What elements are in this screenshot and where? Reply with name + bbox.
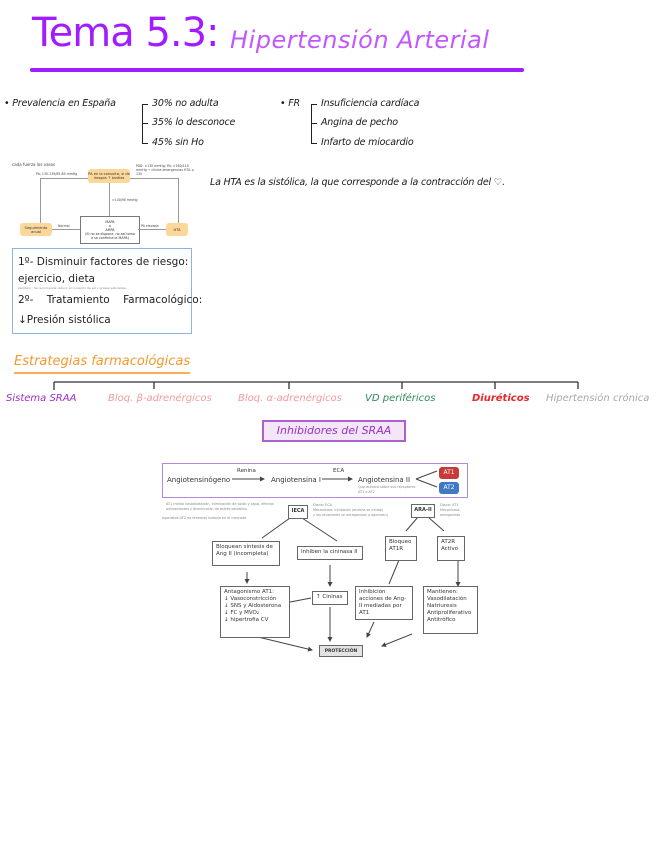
flowchart-right-box: HTA: [166, 223, 188, 236]
cininas-box: ↑ Cininas: [312, 591, 348, 605]
title-underline: [30, 68, 524, 72]
flowchart-top-box: PA en la consulta, ≥ de riesgos ↑ tardía…: [88, 169, 130, 183]
ieca-note-3: y los receptores se antagonizan o agoniz…: [313, 513, 388, 517]
ieca-note-2: Mecanismo: inhibición (enzima se inhibe): [313, 508, 384, 512]
sraa-inhibitors-badge: Inhibidores del SRAA: [262, 420, 406, 442]
inhiben-cininasa-box: Inhiben la cininasa II: [297, 546, 363, 560]
mantienen-box: Mantienen: Vasodilatación Natriuresis An…: [423, 586, 478, 634]
notes-left-2: antioxidantes y disminución de estrés ox…: [166, 507, 247, 511]
strategy-branch-beta-blockers: Bloq. β-adrenérgicos: [108, 393, 212, 404]
antagonismo-at1-box: Antagonismo AT1: ↓ Vasoconstricción ↓ SN…: [220, 586, 290, 638]
cascade-enzyme-renin: Renina: [237, 468, 256, 474]
mantienen-line: Antiproliferativo: [427, 610, 472, 616]
hta-note: La HTA es la sistólica, la que correspon…: [210, 177, 505, 188]
flowchart-caption: cada fuerza los vasos: [12, 162, 56, 167]
ieca-box: IECA: [288, 505, 308, 519]
risk-factor-item: Angina de pecho: [321, 117, 398, 128]
ara-ii-box: ARA-II: [411, 504, 435, 518]
notes-left-1: AT1 media vasodilatación, eliminación de…: [166, 502, 274, 506]
risk-factors-label: • FR: [280, 98, 300, 109]
strategy-branch-diuretics: Diuréticos: [472, 393, 530, 404]
at2r-activo-box: AT2R Activo: [437, 536, 465, 561]
bloqueo-at1r-box: Bloqueo AT1R: [385, 536, 417, 561]
antagonismo-line: ↓ Vasoconstricción: [224, 596, 277, 602]
cascade-enzyme-eca: ECA: [333, 468, 345, 474]
treatment-step-1-detail: ejercicio, dieta: [18, 273, 95, 285]
page-subtitle: Hipertensión Arterial: [230, 26, 490, 54]
prevalence-bracket: [142, 104, 148, 144]
strategies-title: Estrategias farmacológicas: [14, 354, 191, 369]
prevalence-item: 35% lo desconoce: [152, 117, 236, 128]
strategies-underline: [14, 372, 190, 374]
cascade-angiotensin-2: Angiotensina II: [358, 476, 411, 484]
prevalence-item: 45% sin Ho: [152, 137, 204, 148]
flowchart-center-line: AMPA: [105, 228, 115, 232]
risk-factor-item: Infarto de miocardio: [321, 137, 414, 148]
bp-diagnosis-flowchart: cada fuerza los vasos PA en la consulta,…: [8, 162, 194, 247]
prevalence-label: • Prevalencia en España: [4, 98, 116, 109]
ara-note-2: Mecanismo: antagonista: [440, 508, 461, 517]
raas-cascade: Angiotensinógeno Renina Angiotensina I E…: [162, 463, 468, 498]
strategy-branch-chronic-hypertension: Hipertensión crónica: [546, 393, 650, 404]
ara-note-1: Diana: AT1: [440, 503, 459, 507]
page-title: Tema 5.3:: [32, 10, 220, 56]
bloquean-sintesis-box: Bloquean síntesis de Ang II (incompleta): [212, 541, 280, 566]
flowchart-center-line: MAPA: [105, 220, 115, 224]
cascade-angiotensin-2-note: Que actuará sobre sus receptores AT1 o A…: [358, 485, 416, 494]
cascade-angiotensin-1: Angiotensina I: [271, 476, 321, 484]
risk-factor-item: Insuficiencia cardíaca: [321, 98, 420, 109]
flowchart-right-edge-label: PAD: >130 mmHg; PA: >160/110 mmHg → clín…: [136, 164, 194, 176]
flowchart-left-edge-label: PA: 130-139/85-89 mmHg: [36, 172, 78, 176]
treatment-small-note: Aeróbico · Se recomienda reducir el cons…: [18, 286, 129, 290]
risk-factors-bracket: [311, 104, 317, 144]
mantienen-line: Antitrófico: [427, 617, 456, 623]
flowchart-center-line: o se confirma la MAPA): [91, 236, 129, 240]
antagonismo-line: ↓ SNS y Aldosterona: [224, 603, 282, 609]
antagonismo-line: ↓ hipertrofia CV: [224, 617, 269, 623]
mantienen-line: Vasodilatación: [427, 596, 467, 602]
flowchart-center-line: (Si no se dispone, no así toma: [85, 232, 135, 236]
strategy-branch-sraa: Sistema SRAA: [6, 393, 77, 404]
flowchart-left-box: Seguimiento anual: [20, 223, 52, 236]
proteccion-box: PROTECCIÓN: [319, 645, 363, 657]
treatment-step-1: 1º- Disminuir factores de riesgo:: [18, 256, 189, 268]
strategies-tree: [53, 381, 579, 390]
flowchart-elevated-label: PA elevada: [141, 224, 159, 228]
ieca-note-1: Diana: ECA: [313, 503, 332, 507]
antagonismo-line: ↓ FC y MVO₂: [224, 610, 260, 616]
flowchart-mid-edge-label: >140/90 mmHg: [112, 198, 138, 202]
mantienen-line: Mantienen:: [427, 589, 458, 595]
flowchart-normal-label: Normal: [58, 224, 70, 228]
prevalence-item: 30% no adulta: [152, 98, 219, 109]
strategy-branch-alpha-blockers: Bloq. α-adrenérgicos: [238, 393, 342, 404]
treatment-step-2-detail: ↓Presión sistólica: [18, 314, 111, 326]
notes-left-3: Agonistas AT2 no tenemos todavía en el m…: [162, 516, 247, 520]
flowchart-center-box: MAPA o AMPA (Si no se dispone, no así to…: [80, 216, 140, 244]
mantienen-line: Natriuresis: [427, 603, 457, 609]
treatment-box: 1º- Disminuir factores de riesgo: ejerci…: [12, 248, 203, 334]
antagonismo-line: Antagonismo AT1:: [224, 589, 275, 595]
receptor-at2-badge: AT2: [439, 482, 459, 494]
cascade-angiotensinogen: Angiotensinógeno: [167, 476, 231, 484]
strategy-branch-peripheral-vd: VD periféricos: [365, 393, 436, 404]
treatment-step-2: 2º- Tratamiento Farmacológico:: [18, 294, 203, 306]
flowchart-center-line: o: [108, 224, 112, 228]
receptor-at1-badge: AT1: [439, 467, 459, 479]
inhibicion-ang2-box: Inhibición acciones de Ang-II mediadas p…: [355, 586, 413, 620]
